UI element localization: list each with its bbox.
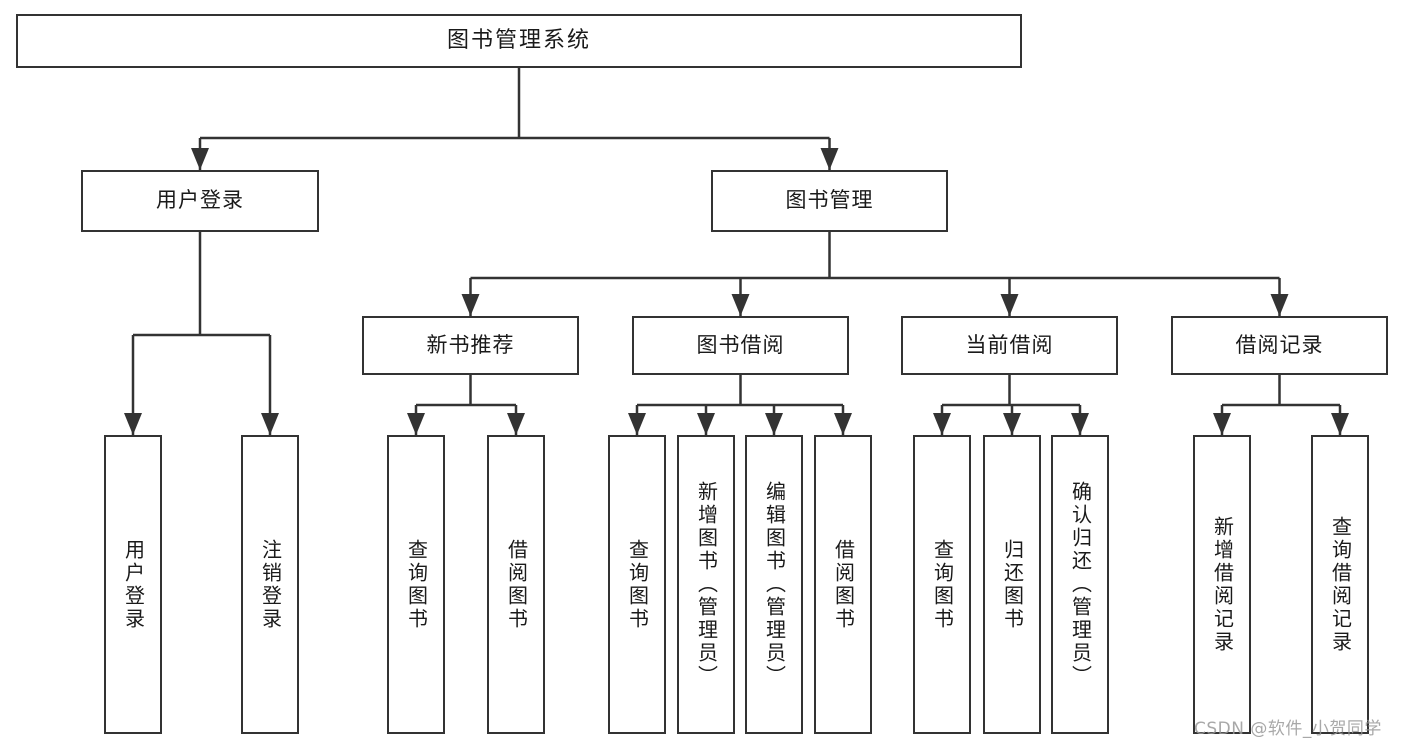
node-label: 借阅记录 [1235, 332, 1324, 357]
watermark: CSDN @软件_小贺同学 [1194, 719, 1382, 739]
arrow-head-icon [261, 413, 279, 435]
node-label: 新增借阅记录 [1210, 515, 1235, 654]
node-label: 编辑图书（管理员） [762, 481, 787, 688]
node-label: 借阅图书 [504, 538, 529, 631]
node-label: 图书借阅 [696, 332, 785, 357]
leaf-node-leaf-query-book-2: 查询图书 [608, 435, 666, 734]
arrow-head-icon [1270, 294, 1289, 316]
arrow-head-icon [834, 413, 852, 435]
level2-node-book-borrow: 图书借阅 [632, 316, 849, 375]
leaf-node-leaf-edit-book: 编辑图书（管理员） [745, 435, 803, 734]
arrow-head-icon [461, 294, 480, 316]
level1-node-book-manage: 图书管理 [711, 170, 948, 232]
arrow-head-icon [697, 413, 715, 435]
node-label: 借阅图书 [831, 538, 856, 631]
leaf-node-leaf-confirm-return: 确认归还（管理员） [1051, 435, 1109, 734]
arrow-head-icon [124, 413, 142, 435]
node-label: 查询图书 [404, 538, 429, 631]
arrow-head-icon [1071, 413, 1089, 435]
root-node-root: 图书管理系统 [16, 14, 1022, 68]
node-label: 查询图书 [625, 538, 650, 631]
leaf-node-leaf-add-book: 新增图书（管理员） [677, 435, 735, 734]
leaf-node-leaf-query-record: 查询借阅记录 [1311, 435, 1369, 734]
arrow-head-icon [1000, 294, 1019, 316]
node-label: 确认归还（管理员） [1068, 481, 1093, 688]
leaf-node-leaf-borrow-book-1: 借阅图书 [487, 435, 545, 734]
node-label: 用户登录 [156, 188, 244, 213]
node-label: 注销登录 [258, 538, 283, 631]
arrow-head-icon [507, 413, 525, 435]
arrow-head-icon [731, 294, 750, 316]
arrow-head-icon [1003, 413, 1021, 435]
node-label: 归还图书 [1000, 538, 1025, 631]
arrow-head-icon [628, 413, 646, 435]
node-label: 查询图书 [930, 538, 955, 631]
level1-node-user-login: 用户登录 [81, 170, 319, 232]
leaf-node-leaf-query-book-3: 查询图书 [913, 435, 971, 734]
leaf-node-leaf-query-book-1: 查询图书 [387, 435, 445, 734]
node-label: 新增图书（管理员） [694, 481, 719, 688]
node-label: 用户登录 [121, 538, 146, 631]
arrow-head-icon [933, 413, 951, 435]
leaf-node-leaf-user-logout: 注销登录 [241, 435, 299, 734]
arrow-head-icon [191, 148, 209, 170]
arrow-head-icon [765, 413, 783, 435]
level2-node-borrow-record: 借阅记录 [1171, 316, 1388, 375]
leaf-node-leaf-user-login: 用户登录 [104, 435, 162, 734]
node-label: 新书推荐 [426, 332, 515, 357]
leaf-node-leaf-add-record: 新增借阅记录 [1193, 435, 1251, 734]
node-label: 图书管理 [785, 188, 874, 213]
arrow-head-icon [820, 148, 839, 170]
level2-node-new-book-recommend: 新书推荐 [362, 316, 579, 375]
leaf-node-leaf-return-book: 归还图书 [983, 435, 1041, 734]
node-label: 当前借阅 [965, 332, 1054, 357]
node-label: 查询借阅记录 [1328, 515, 1353, 654]
arrow-head-icon [407, 413, 425, 435]
node-label: 图书管理系统 [446, 27, 591, 53]
leaf-node-leaf-borrow-book-2: 借阅图书 [814, 435, 872, 734]
arrow-head-icon [1213, 413, 1231, 435]
arrow-head-icon [1331, 413, 1349, 435]
level2-node-current-borrow: 当前借阅 [901, 316, 1118, 375]
